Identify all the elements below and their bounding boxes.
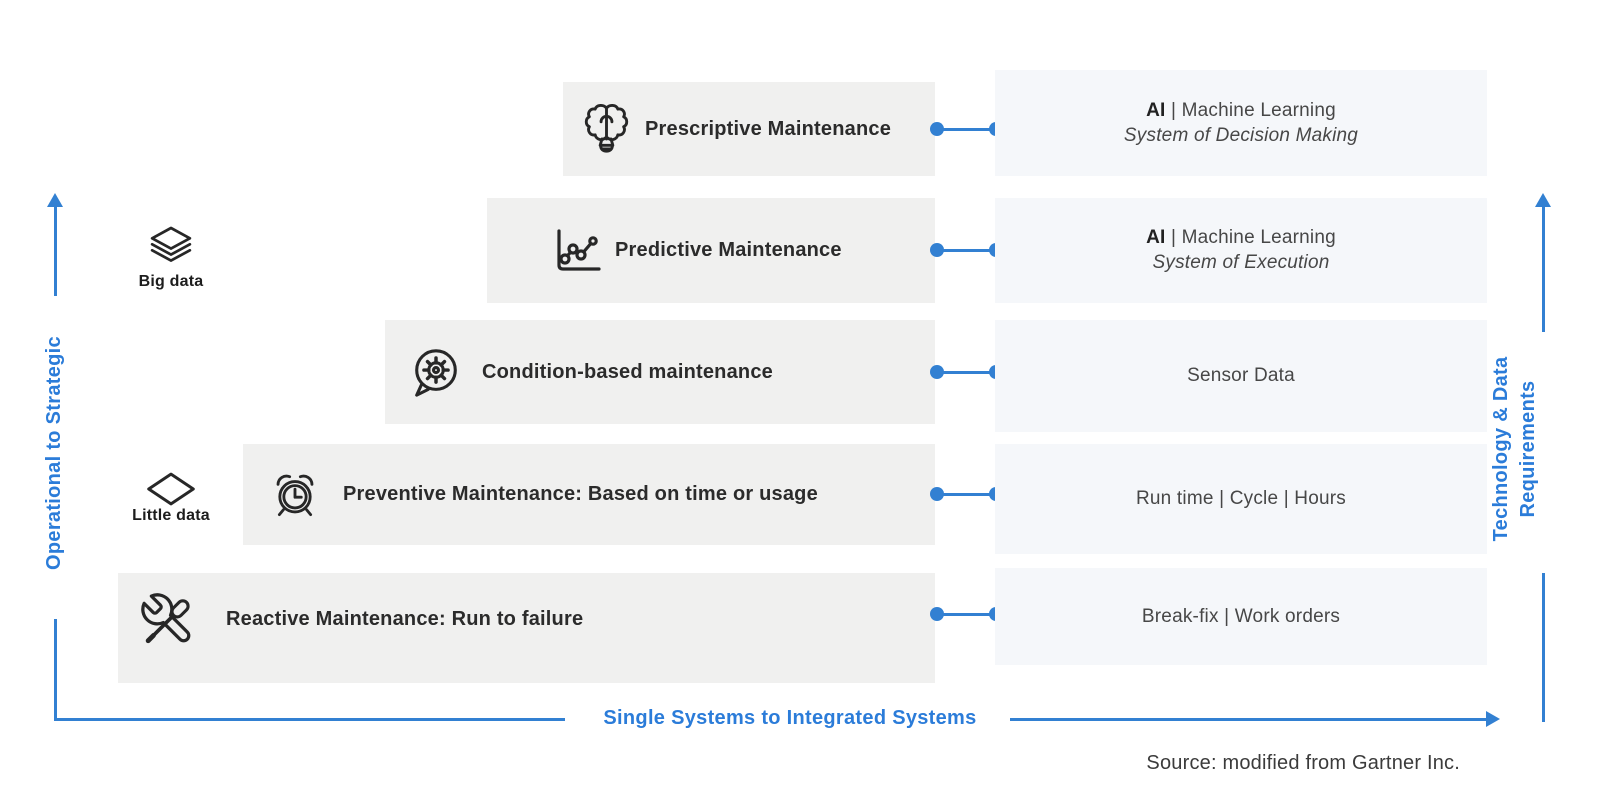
level-label: Reactive Maintenance: Run to failure (226, 607, 584, 630)
connector-line (930, 607, 1003, 621)
brain-idea-icon (583, 99, 630, 159)
tools-icon (138, 590, 196, 648)
layers-icon (147, 224, 195, 273)
requirement-secondary: System of Execution (1152, 252, 1330, 273)
big-data-label: Big data (138, 273, 204, 290)
level-label: Preventive Maintenance: Based on time or… (343, 483, 818, 505)
left-axis-arrowhead-icon (47, 193, 63, 207)
right-axis-line-bottom (1541, 573, 1545, 722)
level-box-condition-based: Condition-based maintenance (385, 320, 935, 424)
requirement-box-reactive: Break-fix | Work orders (995, 568, 1487, 665)
requirement-box-preventive: Run time | Cycle | Hours (995, 444, 1487, 554)
requirement-primary: Sensor Data (1187, 365, 1295, 386)
connector-line (930, 487, 1003, 501)
requirement-box-condition-based: Sensor Data (995, 320, 1487, 432)
bottom-axis-line-left (55, 717, 565, 721)
trend-chart-icon (551, 225, 603, 277)
bottom-axis-label: Single Systems to Integrated Systems (603, 707, 977, 729)
level-label: Prescriptive Maintenance (645, 117, 892, 140)
level-box-predictive: Predictive Maintenance (487, 198, 935, 303)
level-box-preventive: Preventive Maintenance: Based on time or… (243, 444, 935, 545)
right-axis-label-line1: Technology & Data (1490, 356, 1512, 542)
level-box-reactive: Reactive Maintenance: Run to failure (118, 573, 935, 683)
connector-dot-left (930, 243, 944, 257)
right-axis-label-line2: Requirements (1517, 380, 1539, 518)
connector-line (930, 243, 1003, 257)
right-axis-line-top (1541, 205, 1545, 332)
connector-dot-left (930, 607, 944, 621)
bottom-axis-line-right (1010, 717, 1486, 721)
connector-dot-left (930, 122, 944, 136)
connector-dot-left (930, 365, 944, 379)
left-axis-line-bottom (53, 619, 57, 721)
gear-speech-bubble-icon (409, 345, 463, 399)
requirement-box-prescriptive: AI | Machine Learning System of Decision… (995, 70, 1487, 176)
little-data-label: Little data (132, 507, 210, 524)
source-attribution: Source: modified from Gartner Inc. (1146, 752, 1460, 774)
requirement-primary: AI | Machine Learning (1146, 99, 1336, 121)
requirement-box-predictive: AI | Machine Learning System of Executio… (995, 198, 1487, 303)
level-label: Condition-based maintenance (482, 360, 773, 383)
left-axis-label: Operational to Strategic (43, 336, 65, 570)
requirement-primary: AI | Machine Learning (1146, 227, 1336, 248)
alarm-clock-icon (270, 468, 320, 522)
connector-dot-left (930, 487, 944, 501)
right-axis-label: Technology & Data Requirements (1488, 299, 1542, 599)
diamond-icon (145, 470, 197, 513)
requirement-primary: Run time | Cycle | Hours (1135, 488, 1346, 509)
right-axis-arrowhead-icon (1535, 193, 1551, 207)
requirement-secondary: System of Decision Making (1123, 124, 1359, 146)
level-box-prescriptive: Prescriptive Maintenance (563, 82, 935, 176)
connector-line (930, 365, 1003, 379)
bottom-axis-arrowhead-icon (1486, 711, 1500, 727)
left-axis-line-top (53, 205, 57, 296)
connector-line (930, 122, 1003, 136)
level-label: Predictive Maintenance (615, 239, 842, 261)
requirement-primary: Break-fix | Work orders (1141, 605, 1341, 627)
